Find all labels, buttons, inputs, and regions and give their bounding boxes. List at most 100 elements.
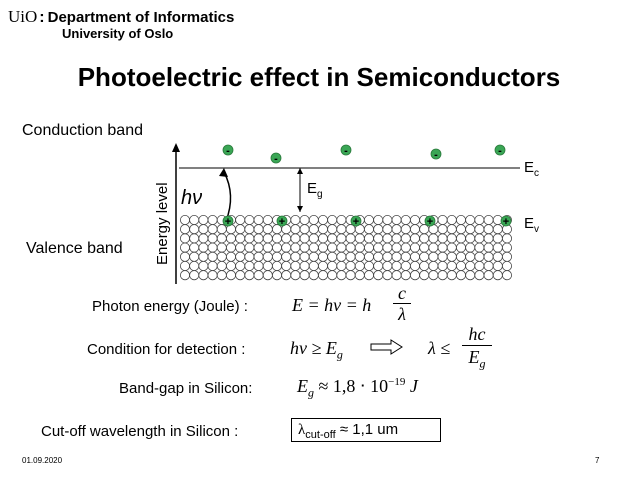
lattice-atom <box>455 224 466 235</box>
fraction-denominator: λ <box>398 304 406 324</box>
lattice-atom <box>446 233 457 244</box>
lattice-atom <box>299 242 310 253</box>
svg-text:-: - <box>498 145 502 157</box>
lattice-atom <box>207 242 218 253</box>
lattice-atom <box>299 260 310 271</box>
lattice-atom <box>483 260 494 271</box>
lattice-atom <box>198 260 209 271</box>
cutoff-value-box: λcut-off ≈ 1,1 um <box>291 418 441 442</box>
lattice-atom <box>207 270 218 281</box>
lattice-atom <box>336 224 347 235</box>
lattice-atom <box>409 214 420 225</box>
lattice-atom <box>428 251 439 262</box>
lattice-atom <box>354 260 365 271</box>
lattice-atom <box>189 242 200 253</box>
electron: - <box>222 144 234 157</box>
lattice-atom <box>455 233 466 244</box>
lattice-atom <box>308 260 319 271</box>
excitation-arrow <box>223 171 232 222</box>
lattice-atom <box>244 242 255 253</box>
energy-axis-arrowhead <box>172 143 180 152</box>
lattice-atom <box>483 242 494 253</box>
lattice-atom <box>271 233 282 244</box>
lattice-atom <box>345 242 356 253</box>
svg-text:+: + <box>503 216 509 228</box>
lattice-atom <box>327 214 338 225</box>
uio-logo: UiO <box>8 7 38 26</box>
lattice-atom <box>244 233 255 244</box>
lattice-atom <box>317 233 328 244</box>
lattice-atom <box>501 233 512 244</box>
photon-symbol: hν <box>181 187 202 209</box>
lattice-atom <box>253 224 264 235</box>
lattice-atom <box>363 224 374 235</box>
lattice-atom <box>281 260 292 271</box>
lattice-atom <box>179 242 190 253</box>
lattice-atom <box>244 270 255 281</box>
fraction-numerator: c <box>398 283 406 303</box>
lattice-atom <box>253 270 264 281</box>
slide-title: Photoelectric effect in Semiconductors <box>77 62 561 92</box>
lattice-atom <box>308 270 319 281</box>
electron: - <box>494 144 506 157</box>
lattice-atom <box>428 242 439 253</box>
carriers: -----+++++ <box>222 144 512 228</box>
lattice-atom <box>409 242 420 253</box>
lattice-atom <box>235 224 246 235</box>
lattice-atom <box>391 224 402 235</box>
lattice-atom <box>262 270 273 281</box>
lattice-atom <box>455 251 466 262</box>
lattice-atom <box>474 270 485 281</box>
department-name: Department of Informatics <box>47 9 235 26</box>
lattice-atom <box>207 251 218 262</box>
lattice-atom <box>437 214 448 225</box>
lambda-fraction-bar <box>462 345 492 346</box>
lattice-atom <box>189 224 200 235</box>
lattice-atom <box>400 233 411 244</box>
photon-energy-label: Photon energy (Joule) : <box>92 298 248 315</box>
lattice-atom <box>317 214 328 225</box>
detection-condition-label: Condition for detection : <box>87 341 246 358</box>
lattice-atom <box>446 251 457 262</box>
lattice-atom <box>308 242 319 253</box>
lattice-atom <box>419 233 430 244</box>
lattice-atom <box>483 214 494 225</box>
lattice-atom <box>465 214 476 225</box>
lattice-atom <box>235 270 246 281</box>
lattice-atom <box>363 242 374 253</box>
lattice-atom <box>179 224 190 235</box>
lattice-atom <box>216 260 227 271</box>
eg-label: Eg <box>307 180 323 200</box>
lattice-atom <box>373 260 384 271</box>
lattice-atom <box>336 251 347 262</box>
lattice-atom <box>391 260 402 271</box>
lattice-atom <box>382 214 393 225</box>
university-name: University of Oslo <box>62 26 174 41</box>
svg-text:+: + <box>353 216 359 228</box>
conduction-band-label: Conduction band <box>22 122 143 139</box>
lattice-atom <box>492 224 503 235</box>
lattice-atom <box>474 242 485 253</box>
lattice-atom <box>244 260 255 271</box>
hole: + <box>350 215 362 228</box>
lattice-atom <box>225 233 236 244</box>
lattice-atom <box>198 224 209 235</box>
lattice-atom <box>179 214 190 225</box>
lattice-atom <box>253 251 264 262</box>
hole: + <box>500 215 512 228</box>
photon-energy-fraction: c λ <box>393 284 411 323</box>
lattice-atom <box>446 260 457 271</box>
lattice-atom <box>400 270 411 281</box>
lattice-atom <box>382 260 393 271</box>
lattice-atom <box>483 233 494 244</box>
lattice-atom <box>299 270 310 281</box>
lattice-atom <box>465 251 476 262</box>
lattice-atom <box>281 233 292 244</box>
lattice-atom <box>198 251 209 262</box>
lattice-atom <box>262 251 273 262</box>
lattice-atom <box>235 251 246 262</box>
lattice-atom <box>400 242 411 253</box>
lattice-atom <box>299 251 310 262</box>
lattice-atom <box>207 233 218 244</box>
lattice-atom <box>428 270 439 281</box>
